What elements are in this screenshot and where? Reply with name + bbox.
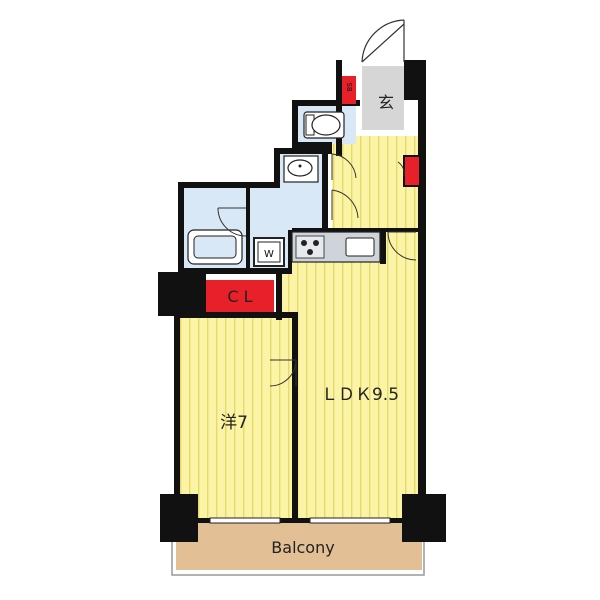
western-room-floor bbox=[178, 318, 294, 522]
storage-right bbox=[403, 155, 421, 187]
ldk-upper-floor bbox=[280, 262, 302, 322]
shoe-box: SB bbox=[342, 76, 356, 104]
entrance-door bbox=[361, 19, 405, 63]
ldk-label: ＬＤＫ9.5 bbox=[321, 385, 399, 405]
kitchen-counter bbox=[291, 231, 381, 263]
bathtub-icon bbox=[187, 229, 243, 265]
balcony-label: Balcony bbox=[271, 538, 334, 557]
western-room-label: 洋7 bbox=[220, 413, 248, 433]
washbasin-icon bbox=[283, 155, 319, 183]
ldk-floor bbox=[298, 262, 420, 522]
entrance-floor bbox=[362, 66, 404, 130]
shoe-box-label: SB bbox=[345, 82, 353, 91]
walls bbox=[158, 60, 446, 542]
toilet-icon bbox=[303, 111, 345, 139]
windows bbox=[209, 517, 391, 524]
balcony: Balcony bbox=[171, 519, 425, 576]
washer-label: W bbox=[264, 249, 274, 260]
entrance-label: 玄 bbox=[378, 93, 394, 112]
closet: C L bbox=[206, 280, 274, 312]
closet-label: C L bbox=[227, 287, 252, 306]
interior-doors bbox=[217, 153, 417, 387]
washer-icon: W bbox=[253, 237, 285, 267]
